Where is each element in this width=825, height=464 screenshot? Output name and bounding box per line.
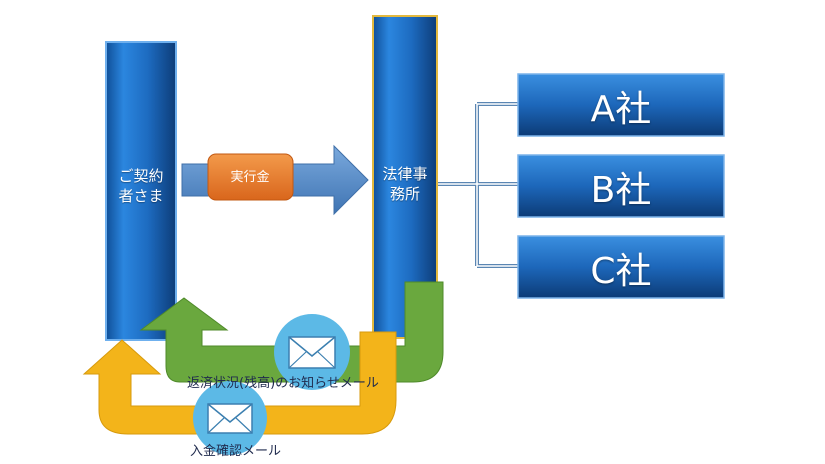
company-label-b: B社: [590, 170, 652, 211]
deposit-mail-caption: 入金確認メール: [190, 444, 282, 459]
payment-badge: [207, 153, 294, 201]
company-label-a: A社: [590, 89, 652, 130]
company-label-c: C社: [590, 251, 652, 292]
envelope-icon: [193, 381, 267, 455]
envelope-icon: [274, 314, 350, 390]
status-mail-caption: 返済状況(残高)のお知らせメール: [187, 376, 379, 391]
client-box: [105, 41, 177, 341]
company-box-a: [517, 73, 725, 137]
company-box-b: [517, 154, 725, 218]
company-box-c: [517, 235, 725, 299]
payment-label: 実行金: [230, 170, 270, 185]
deposit-mail-arrow: [82, 331, 397, 435]
